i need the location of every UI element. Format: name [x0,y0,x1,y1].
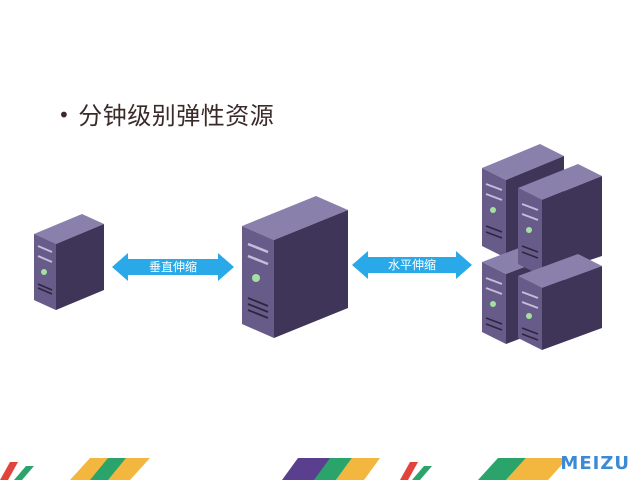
bullet: • [58,103,71,127]
server-icon-cluster-front-bottom [518,254,602,350]
server-icon-medium [242,196,348,338]
double-arrow-icon-vertical [112,253,234,281]
vertical-scaling-label: 垂直伸缩 [148,260,197,274]
slide-title: • 分钟级别弹性资源 [58,96,274,131]
horizontal-scaling-label: 水平伸缩 [387,258,436,272]
meizu-logo: MEIZU [560,453,630,474]
slide-title-text: 分钟级别弹性资源 [78,102,275,130]
server-icon-cluster-front-top [518,164,602,276]
server-icon-small [34,214,104,310]
double-arrow-icon-horizontal [352,251,472,279]
footer-decoration [0,458,568,480]
